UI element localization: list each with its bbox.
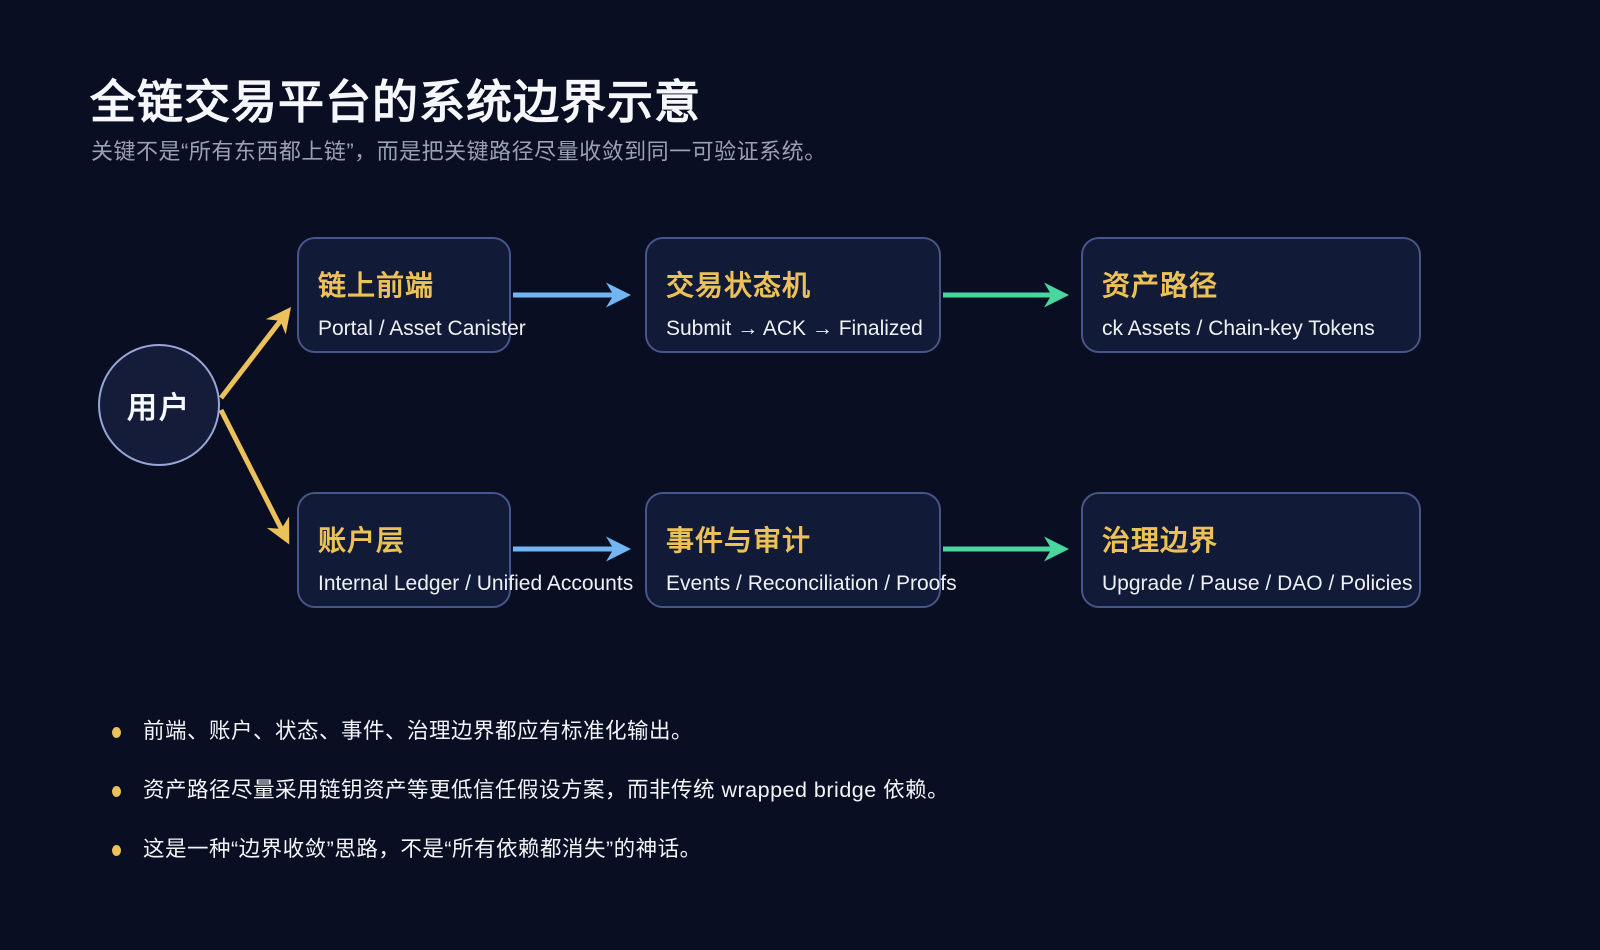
page-title: 全链交易平台的系统边界示意: [90, 76, 701, 128]
node-subtitle: Upgrade / Pause / DAO / Policies: [1102, 572, 1413, 595]
node-title: 事件与审计: [666, 525, 812, 556]
node-account-layer: 账户层 Internal Ledger / Unified Accounts: [297, 492, 634, 608]
node-tx-state-machine: 交易状态机 Submit → ACK → Finalized: [645, 237, 941, 353]
page-subtitle: 关键不是“所有东西都上链”，而是把关键路径尽量收敛到同一可验证系统。: [91, 139, 827, 164]
bullet-text: 资产路径尽量采用链钥资产等更低信任假设方案，而非传统 wrapped bridg…: [143, 777, 950, 802]
node-governance-boundary: 治理边界 Upgrade / Pause / DAO / Policies: [1081, 492, 1421, 608]
node-title: 治理边界: [1102, 525, 1219, 556]
node-subtitle: Portal / Asset Canister: [318, 317, 526, 340]
bullet-list: 前端、账户、状态、事件、治理边界都应有标准化输出。 资产路径尽量采用链钥资产等更…: [112, 718, 949, 895]
node-title: 交易状态机: [666, 270, 812, 301]
arrow-user-to-frontend: [219, 307, 292, 400]
bullet-item: 前端、账户、状态、事件、治理边界都应有标准化输出。: [112, 718, 949, 746]
user-node: 用户: [98, 344, 220, 466]
bullet-dot-icon: [112, 844, 121, 856]
node-onchain-frontend: 链上前端 Portal / Asset Canister: [297, 237, 526, 353]
bullet-text: 前端、账户、状态、事件、治理边界都应有标准化输出。: [143, 719, 694, 743]
user-node-label: 用户: [127, 392, 191, 425]
node-title: 账户层: [318, 525, 406, 556]
bullet-dot-icon: [112, 785, 121, 797]
arrow-user-to-account: [218, 408, 290, 545]
node-events-audit: 事件与审计 Events / Reconciliation / Proofs: [645, 492, 957, 608]
node-title: 资产路径: [1102, 270, 1219, 301]
bullet-dot-icon: [112, 727, 121, 738]
node-title: 链上前端: [318, 270, 435, 301]
bullet-text: 这是一种“边界收敛”思路，不是“所有依赖都消失”的神话。: [143, 836, 702, 861]
node-asset-path: 资产路径 ck Assets / Chain-key Tokens: [1081, 237, 1421, 353]
node-subtitle: Internal Ledger / Unified Accounts: [318, 572, 634, 595]
node-subtitle: Events / Reconciliation / Proofs: [666, 572, 957, 595]
bullet-item: 资产路径尽量采用链钥资产等更低信任假设方案，而非传统 wrapped bridg…: [112, 777, 949, 805]
node-subtitle: ck Assets / Chain-key Tokens: [1102, 317, 1375, 340]
bullet-item: 这是一种“边界收敛”思路，不是“所有依赖都消失”的神话。: [112, 836, 949, 864]
node-subtitle: Submit → ACK → Finalized: [666, 317, 923, 340]
